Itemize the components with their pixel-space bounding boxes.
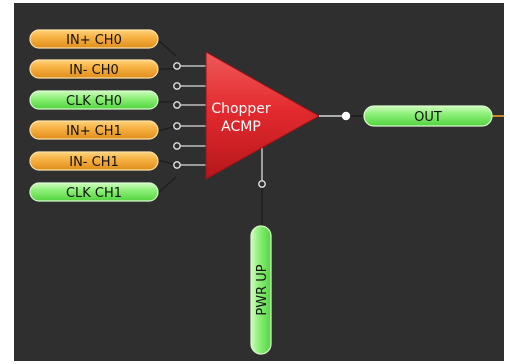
wire-in-plus-ch0	[157, 39, 177, 57]
svg-text:OUT: OUT	[414, 110, 442, 125]
svg-text:IN+ CH0: IN+ CH0	[66, 33, 122, 48]
svg-text:CLK CH1: CLK CH1	[66, 186, 122, 201]
pin-1[interactable]	[173, 62, 181, 70]
pin-6[interactable]	[173, 161, 181, 169]
block-label-line2: ACMP	[221, 119, 261, 135]
svg-text:IN+ CH1: IN+ CH1	[66, 124, 122, 139]
svg-text:CLK CH0: CLK CH0	[66, 94, 122, 109]
chopper-acmp-block[interactable]	[205, 51, 321, 180]
input-label-6[interactable]: CLK CH1	[29, 182, 159, 202]
svg-text:IN- CH0: IN- CH0	[69, 63, 119, 78]
wire-in-minus-ch1	[157, 159, 177, 166]
input-wires	[157, 39, 177, 194]
wire-clk-ch1	[157, 176, 177, 194]
input-pins[interactable]	[173, 62, 266, 188]
power-up-label[interactable]: PWR UP	[250, 225, 272, 355]
input-label-3[interactable]: CLK CH0	[29, 90, 159, 110]
input-label-1[interactable]: IN+ CH0	[29, 29, 159, 49]
output-dot[interactable]	[341, 111, 351, 121]
input-label-5[interactable]: IN- CH1	[29, 151, 159, 171]
pin-3[interactable]	[173, 101, 181, 109]
input-label-4[interactable]: IN+ CH1	[29, 120, 159, 140]
svg-text:PWR UP: PWR UP	[255, 264, 270, 315]
svg-text:IN- CH1: IN- CH1	[69, 155, 119, 170]
pin-power[interactable]	[258, 180, 266, 188]
wire-in-plus-ch1	[157, 125, 177, 132]
input-label-2[interactable]: IN- CH0	[29, 59, 159, 79]
block-label-line1: Chopper	[211, 101, 271, 117]
pin-2[interactable]	[173, 82, 181, 90]
pin-5[interactable]	[173, 142, 181, 150]
output-label[interactable]: OUT	[363, 105, 493, 127]
pin-4[interactable]	[173, 122, 181, 130]
